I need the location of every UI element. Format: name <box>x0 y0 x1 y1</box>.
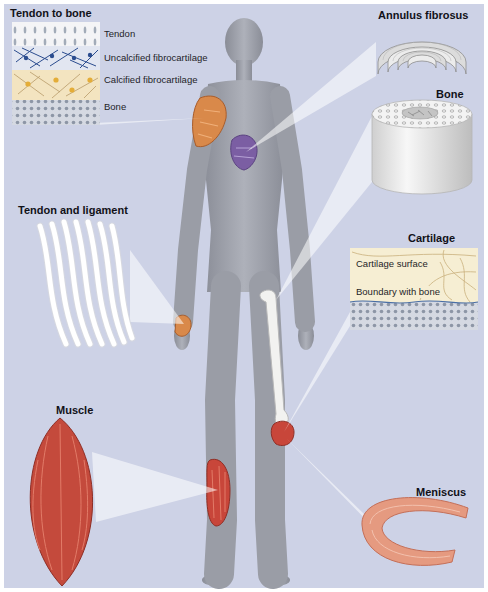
inset-heading: Muscle <box>56 404 93 417</box>
layer-label: Bone <box>104 101 126 113</box>
layer-label: Cartilage surface <box>354 258 430 270</box>
layer-label: Calcified fibrocartilage <box>104 74 197 86</box>
layer-label: Uncalcified fibrocartilage <box>104 52 208 64</box>
inset-heading: Annulus fibrosus <box>378 9 468 22</box>
inset-heading: Cartilage <box>408 232 455 245</box>
layer-label: Tendon <box>104 28 135 40</box>
inset-heading: Bone <box>436 88 464 101</box>
layer-label: Boundary with bone <box>354 286 442 298</box>
inset-heading: Meniscus <box>416 486 466 499</box>
inset-heading: Tendon and ligament <box>18 204 128 217</box>
inset-heading: Tendon to bone <box>10 7 92 20</box>
